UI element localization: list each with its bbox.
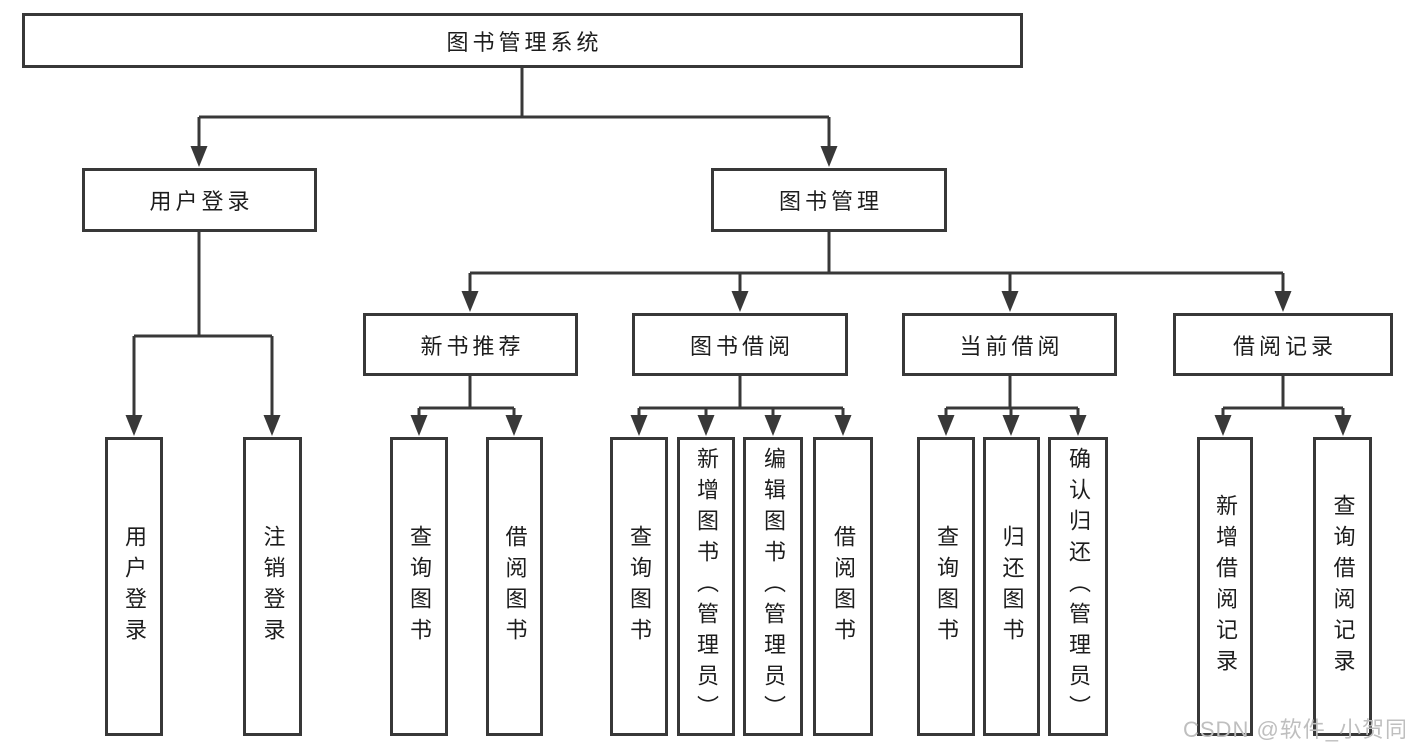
arrowhead-icon [937, 415, 955, 436]
connector-current-branch [937, 376, 1087, 436]
node-label: 新增图书（管理员） [694, 447, 719, 726]
connector-user-branch [125, 232, 281, 436]
node-label: 用户登录 [122, 524, 147, 649]
node-label: 编辑图书（管理员） [761, 447, 786, 726]
node-label: 图书借阅 [689, 333, 794, 359]
leaf-newbook-borrow-books: 借阅图书 [486, 437, 543, 736]
arrowhead-icon [1334, 415, 1352, 436]
node-book-borrowing: 图书借阅 [632, 313, 848, 376]
arrowhead-icon [764, 415, 782, 436]
node-current-borrowing: 当前借阅 [902, 313, 1117, 376]
node-label: 新增借阅记录 [1213, 493, 1238, 680]
arrowhead-icon [697, 415, 715, 436]
leaf-current-query-books: 查询图书 [917, 437, 975, 736]
arrowhead-icon [410, 415, 428, 436]
leaf-borrowing-query-books: 查询图书 [610, 437, 668, 736]
leaf-newbook-query-books: 查询图书 [390, 437, 448, 736]
connector-line [417, 376, 516, 418]
node-book-management: 图书管理 [711, 168, 947, 232]
arrowhead-icon [1001, 291, 1019, 312]
node-label: 查询借阅记录 [1330, 493, 1356, 680]
node-label: 借阅图书 [831, 524, 856, 649]
leaf-current-return-books: 归还图书 [983, 437, 1040, 736]
arrowhead-icon [461, 291, 479, 312]
arrowhead-icon [1274, 291, 1292, 312]
node-borrowing-records: 借阅记录 [1173, 313, 1393, 376]
node-new-book-recommendation: 新书推荐 [363, 313, 578, 376]
leaf-logout: 注销登录 [243, 437, 302, 736]
arrowhead-icon [630, 415, 648, 436]
leaf-records-query-record: 查询借阅记录 [1313, 437, 1372, 736]
leaf-user-login: 用户登录 [105, 437, 163, 736]
node-label: 归还图书 [999, 524, 1025, 649]
leaf-borrowing-add-book-admin: 新增图书（管理员） [677, 437, 735, 736]
arrowhead-icon [125, 415, 143, 436]
connector-management-branch [461, 232, 1292, 312]
watermark: CSDN @软件_小贺同学 [1183, 717, 1405, 742]
connector-line [637, 376, 845, 418]
connector-line [132, 232, 274, 418]
leaf-borrowing-edit-book-admin: 编辑图书（管理员） [743, 437, 803, 736]
node-label: 新书推荐 [420, 333, 525, 359]
node-label: 借阅图书 [502, 524, 528, 649]
connector-borrowing-branch [630, 376, 852, 436]
connector-line [1221, 376, 1345, 418]
connector-line [468, 232, 1285, 294]
arrowhead-icon [820, 146, 838, 167]
node-label: 查询图书 [934, 524, 959, 649]
arrowhead-icon [190, 146, 208, 167]
node-label: 借阅记录 [1232, 333, 1337, 359]
node-label: 确认归还（管理员） [1066, 447, 1091, 726]
node-label: 图书管理系统 [446, 29, 603, 55]
arrowhead-icon [505, 415, 523, 436]
connector-line [197, 68, 831, 150]
connector-records-branch [1214, 376, 1352, 436]
node-label: 图书管理 [778, 189, 883, 214]
node-label: 当前借阅 [959, 333, 1064, 359]
node-label: 注销登录 [260, 524, 286, 649]
leaf-borrowing-borrow-books: 借阅图书 [813, 437, 873, 736]
connector-newbook-branch [410, 376, 523, 436]
arrowhead-icon [731, 291, 749, 312]
node-label: 查询图书 [627, 524, 652, 649]
arrowhead-icon [1069, 415, 1087, 436]
arrowhead-icon [263, 415, 281, 436]
leaf-current-confirm-return-admin: 确认归还（管理员） [1048, 437, 1108, 736]
node-label: 用户登录 [149, 189, 254, 214]
leaf-records-add-record: 新增借阅记录 [1197, 437, 1253, 736]
arrowhead-icon [1214, 415, 1232, 436]
node-library-management-system: 图书管理系统 [22, 13, 1023, 68]
connector-root-branch [190, 68, 838, 167]
connector-line [944, 376, 1080, 418]
arrowhead-icon [1002, 415, 1020, 436]
node-user-login: 用户登录 [82, 168, 317, 232]
node-label: 查询图书 [407, 524, 432, 649]
arrowhead-icon [834, 415, 852, 436]
